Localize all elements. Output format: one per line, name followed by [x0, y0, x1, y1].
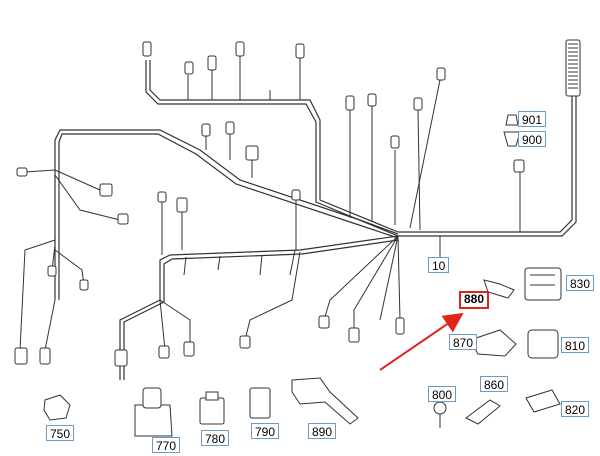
- callout-810[interactable]: 810: [561, 337, 590, 353]
- callout-880[interactable]: 880: [459, 291, 490, 309]
- callout-780[interactable]: 780: [201, 430, 230, 446]
- callout-870[interactable]: 870: [449, 334, 478, 350]
- callout-890[interactable]: 890: [308, 423, 337, 439]
- callout-750[interactable]: 750: [46, 425, 75, 441]
- callout-790[interactable]: 790: [251, 423, 280, 439]
- callout-800[interactable]: 800: [428, 386, 457, 402]
- harness-branches: [19, 55, 521, 351]
- connector-icons: [14, 39, 581, 367]
- loose-part-icons: [43, 114, 562, 437]
- callout-830[interactable]: 830: [566, 275, 595, 291]
- callout-770[interactable]: 770: [152, 437, 181, 453]
- callout-860[interactable]: 860: [480, 376, 509, 392]
- callout-10[interactable]: 10: [428, 257, 450, 273]
- callout-901[interactable]: 901: [518, 111, 547, 127]
- harness-trunk: [54, 60, 577, 380]
- callout-820[interactable]: 820: [561, 401, 590, 417]
- highlight-arrow: [379, 312, 464, 371]
- callout-900[interactable]: 900: [518, 131, 547, 147]
